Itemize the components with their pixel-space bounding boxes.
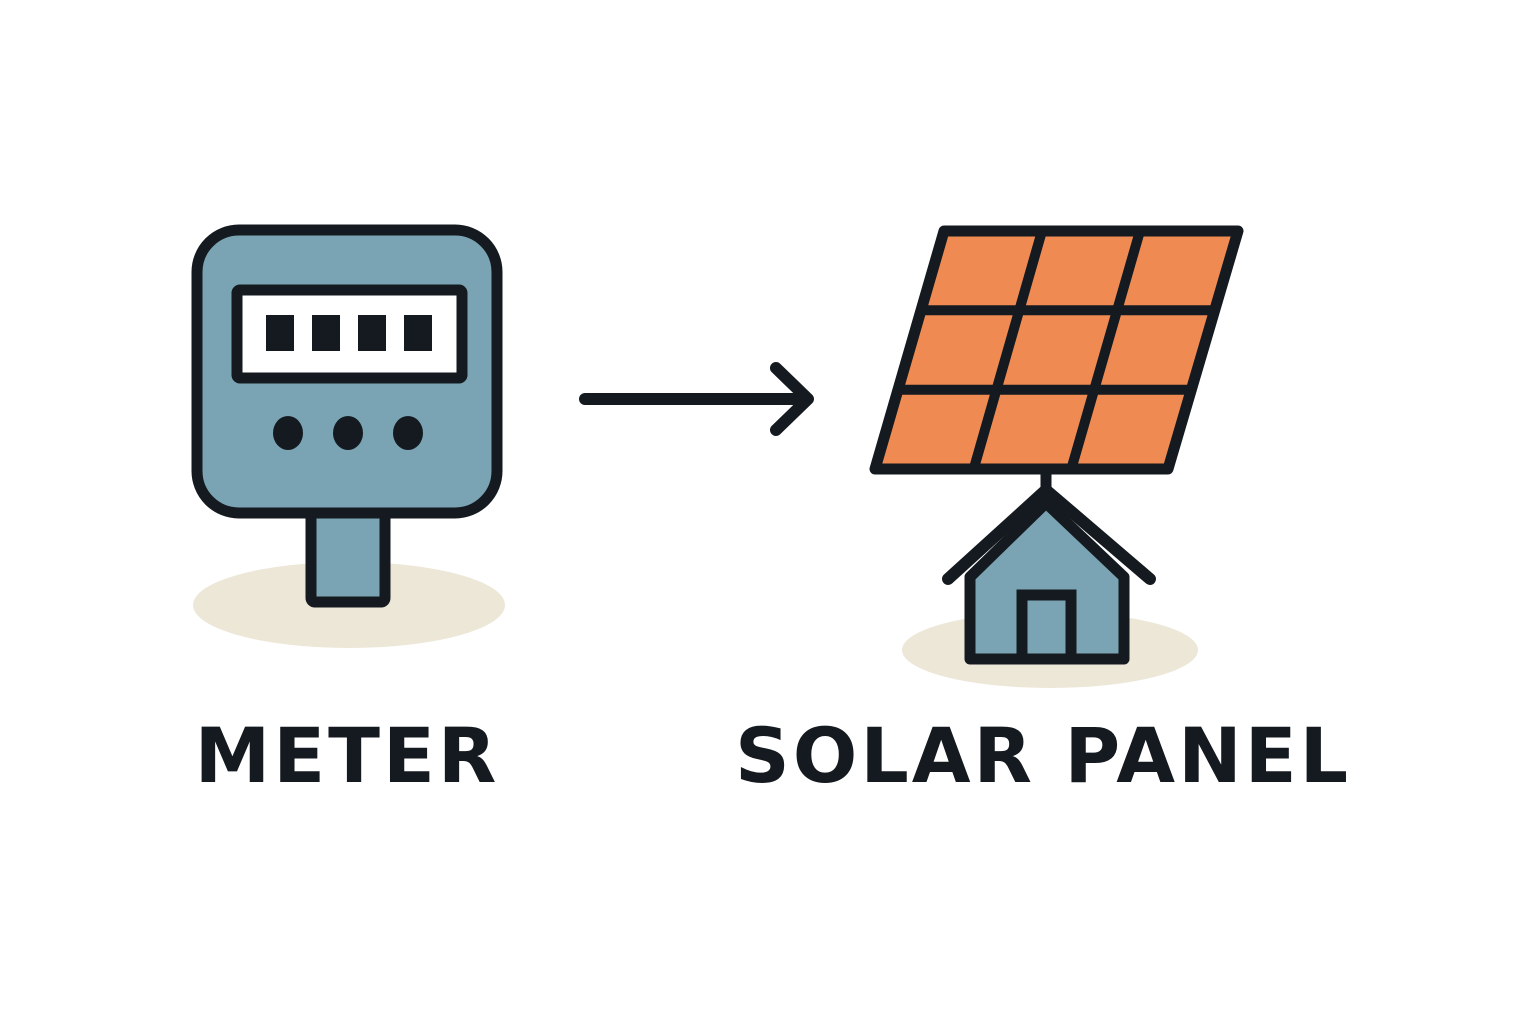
meter-display	[231, 284, 468, 384]
solar-panel-label: SOLAR PANEL	[734, 711, 1352, 800]
house-door	[1016, 589, 1077, 665]
meter-digit	[358, 315, 386, 351]
panel-grid-line	[968, 229, 1047, 471]
meter-digit	[312, 315, 340, 351]
solar-panel	[869, 225, 1244, 475]
arrow-head	[770, 362, 814, 436]
meter-digit	[404, 315, 432, 351]
meter-dot	[273, 416, 303, 450]
flow-arrow	[579, 362, 814, 436]
panel-grid-line	[1066, 229, 1145, 471]
meter-post	[305, 502, 391, 608]
house-roof	[942, 484, 1156, 585]
solar-panel-house-icon	[869, 225, 1244, 688]
meter-dot	[393, 416, 423, 450]
electric-meter-icon	[191, 224, 505, 648]
meter-dot	[333, 416, 363, 450]
meter-label: METER	[194, 711, 500, 800]
house-body	[964, 497, 1130, 665]
meter-digit	[266, 315, 294, 351]
